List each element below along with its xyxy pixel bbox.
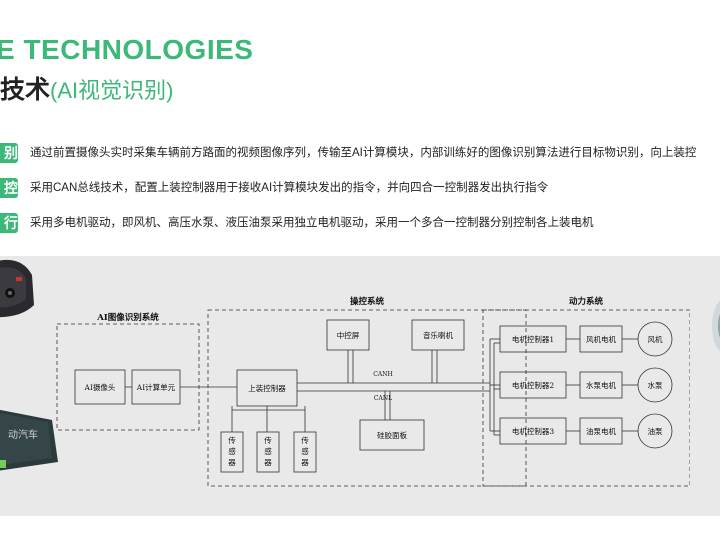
motor-controller-3-label: 电机控制器3	[512, 426, 554, 436]
speaker-label: 音乐喇机	[423, 330, 453, 340]
feature-text-control: 采用CAN总线技术，配置上装控制器用于接收AI计算模块发出的指令，并向四合一控制…	[30, 182, 549, 194]
control-system-group	[207, 309, 527, 487]
speaker-box	[411, 319, 465, 351]
diagram-band	[0, 256, 720, 516]
fan-motor-label: 风机电机	[586, 334, 616, 344]
fan-label: 风机	[648, 334, 663, 344]
motor-controller-1-label: 电机控制器1	[512, 334, 554, 344]
ai-camera-label: AI摄像头	[84, 382, 116, 392]
feature-tag-control: 控	[0, 178, 18, 198]
feature-tag-recognize: 别	[0, 143, 18, 163]
oil-pump-motor-label: 油泵电机	[586, 426, 616, 436]
ai-compute-label: AI计算单元	[136, 382, 176, 392]
control-system-label: 操控系统	[350, 296, 385, 307]
title-subtitle: (AI视觉识别)	[50, 78, 174, 103]
panel-box	[359, 419, 425, 451]
canh-label: CANH	[373, 371, 392, 378]
main-screen-label: 中控屏	[337, 330, 360, 340]
power-system-group	[482, 309, 690, 487]
ai-system-group	[56, 323, 200, 431]
pump-motor-label: 水泵电机	[586, 380, 616, 390]
device-label: 动汽车	[8, 428, 38, 441]
ai-system-label: AI图像识别系统	[96, 312, 159, 323]
sensor-label-2: 传感器	[264, 435, 272, 467]
feature-text-execute: 采用多电机驱动，即风机、高压水泵、液压油泵采用独立电机驱动，采用一个多合一控制器…	[30, 217, 594, 229]
panel-label: 硅胶面板	[377, 430, 407, 440]
sensor-label-1: 传感器	[228, 435, 236, 467]
title-main: 技术	[0, 76, 51, 104]
feature-tag-execute: 行	[0, 213, 18, 233]
oil-pump-label: 油泵	[648, 426, 663, 436]
motor-controller-2-label: 电机控制器2	[512, 380, 554, 390]
sensor-label-3: 传感器	[301, 435, 309, 467]
system-block-diagram: AI图像识别系统 操控系统 动力系统 AI摄像头 AI计算单元 上装控制器 中控…	[56, 296, 690, 487]
pump-label: 水泵	[648, 380, 663, 390]
side-device-image	[712, 300, 720, 352]
sensor-box-2	[256, 431, 280, 473]
section-title-chinese: 技术(AI视觉识别)	[0, 70, 173, 106]
canl-label: CANL	[374, 395, 392, 402]
feature-text-recognize: 通过前置摄像头实时采集车辆前方路面的视频图像序列，传输至AI计算模块，内部训练好…	[30, 147, 697, 159]
controller-label: 上装控制器	[248, 383, 286, 393]
compute-unit-image: 动汽车	[0, 409, 58, 471]
camera-device-image	[0, 260, 34, 318]
section-title-english: E TECHNOLOGIES	[0, 34, 254, 65]
power-system-label: 动力系统	[569, 296, 604, 307]
